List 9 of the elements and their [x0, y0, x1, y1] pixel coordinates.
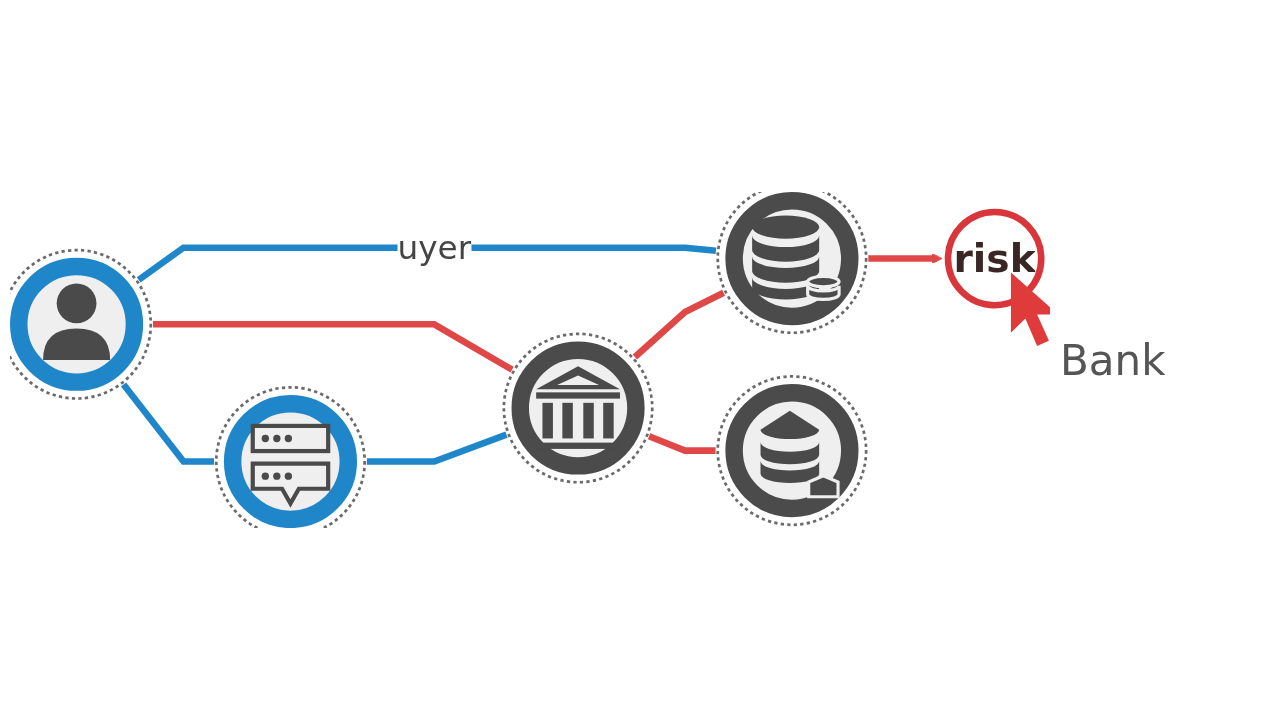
connector-line [152, 321, 514, 373]
connector-line [136, 244, 717, 283]
connector-line [647, 433, 716, 454]
node-label: risk [953, 234, 1036, 283]
text-label: Bank [1060, 335, 1166, 385]
connector-line [632, 289, 726, 360]
connector-line [366, 431, 508, 465]
arrow [868, 253, 943, 264]
connector-line [120, 382, 215, 465]
